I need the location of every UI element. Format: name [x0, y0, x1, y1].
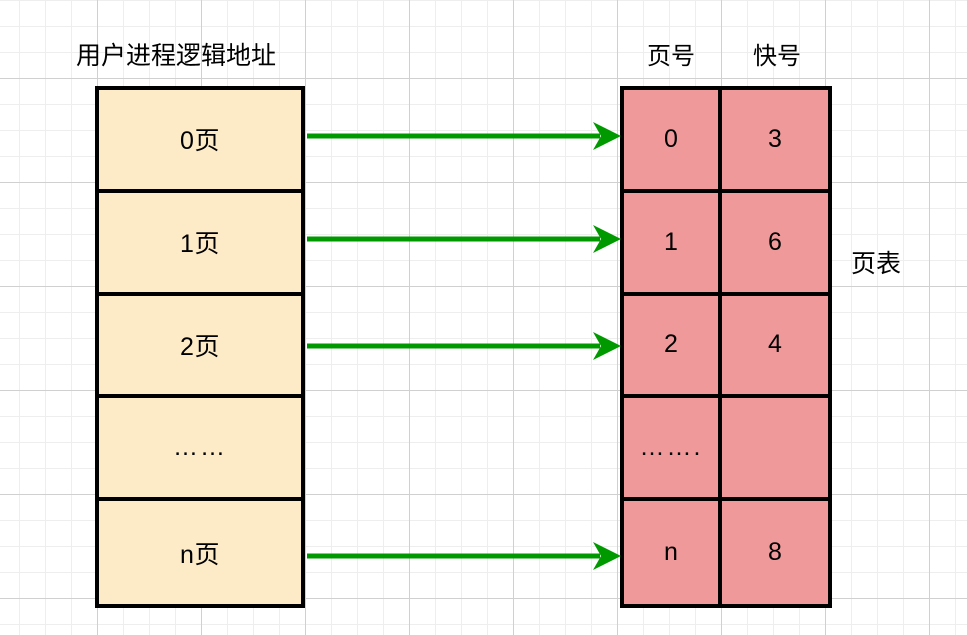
process-cell-2: 2页 — [99, 295, 301, 399]
process-cell-label: 2页 — [180, 332, 220, 361]
arrow-page-2 — [307, 332, 621, 360]
column-header-page-number: 页号 — [647, 43, 695, 70]
process-cell-label: n页 — [180, 540, 220, 569]
arrow-page-0 — [307, 122, 621, 150]
table-row: 2 4 — [624, 295, 828, 399]
table-row: n 8 — [624, 501, 828, 604]
table-row-ellipsis: ……. — [624, 398, 828, 502]
cell-page-number-text: ……. — [639, 433, 703, 462]
cell-page-number: ……. — [624, 398, 722, 498]
column-header-block-number: 快号 — [753, 43, 801, 70]
table-row: 1 6 — [624, 192, 828, 296]
page-title-logical-address: 用户进程逻辑地址 — [76, 42, 277, 70]
cell-page-number: 0 — [624, 90, 722, 189]
process-cell-label: 0页 — [180, 127, 220, 156]
cell-block-number: 8 — [722, 501, 828, 604]
cell-block-number — [722, 398, 828, 498]
cell-block-number: 3 — [722, 90, 828, 189]
cell-page-number: 2 — [624, 295, 722, 395]
cell-block-number: 4 — [722, 295, 828, 395]
process-cell-1: 1页 — [99, 192, 301, 296]
cell-block-number: 6 — [722, 192, 828, 292]
cell-page-number: n — [624, 501, 722, 604]
process-address-column: 0页 1页 2页 …… n页 — [95, 86, 305, 608]
table-row: 0 3 — [624, 90, 828, 193]
process-cell-ellipsis: …… — [99, 398, 301, 502]
process-cell-label: 1页 — [180, 230, 220, 259]
process-cell-0: 0页 — [99, 90, 301, 193]
arrow-page-1 — [307, 225, 621, 253]
cell-page-number: 1 — [624, 192, 722, 292]
arrow-page-n — [307, 542, 621, 570]
process-cell-n: n页 — [99, 501, 301, 604]
page-table: 0 3 1 6 2 4 ……. n 8 — [620, 86, 832, 608]
process-cell-label: …… — [173, 433, 227, 462]
label-page-table: 页表 — [851, 250, 902, 278]
